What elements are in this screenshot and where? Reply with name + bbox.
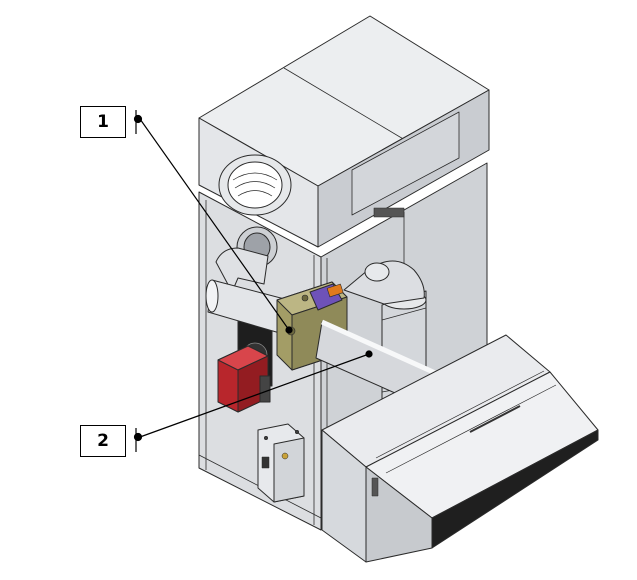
callout-label-1: 1 [80, 106, 126, 138]
switch-box [257, 423, 305, 503]
leader-lines [133, 110, 373, 452]
callout-label-2: 2 [80, 425, 126, 457]
red-control-unit [217, 345, 271, 413]
